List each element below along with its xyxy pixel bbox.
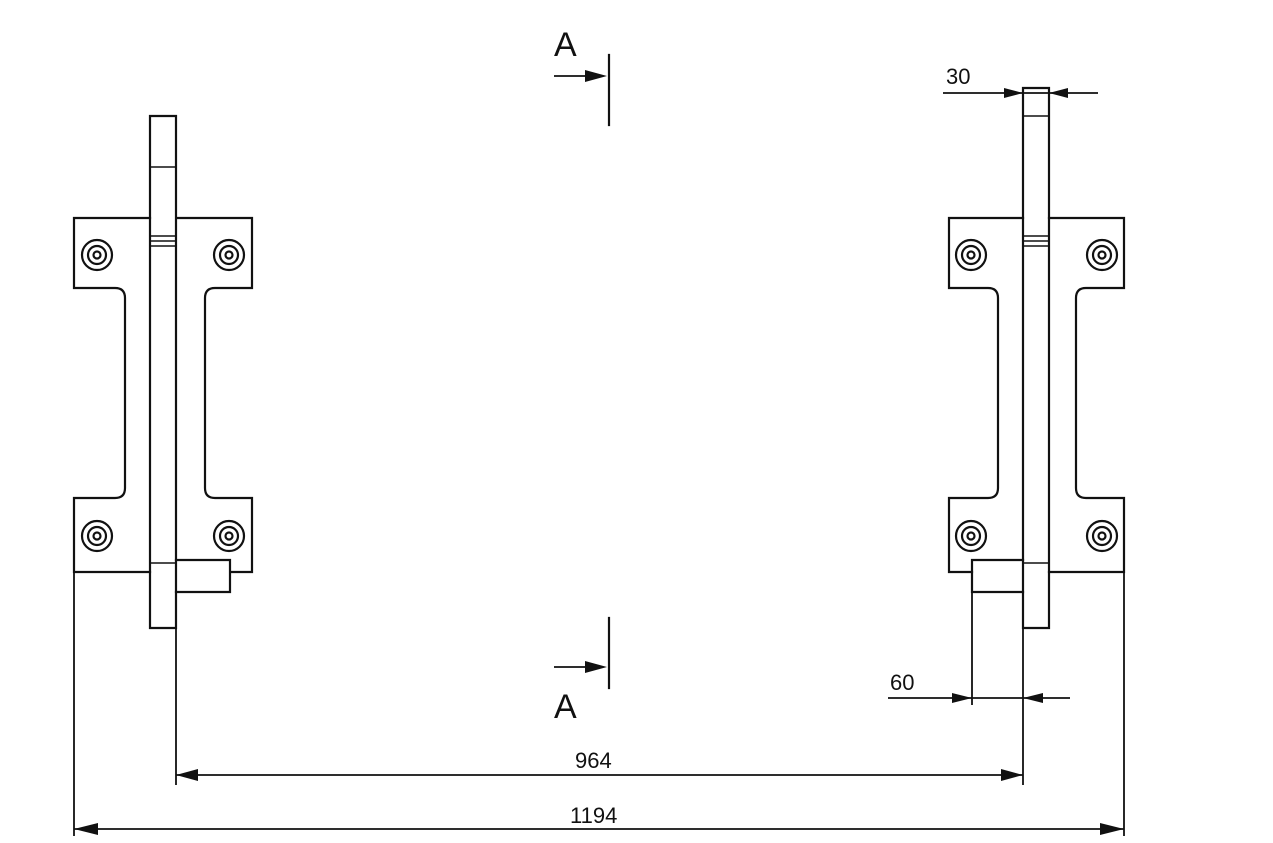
dimension-outer-span: 1194 [73, 572, 1125, 836]
right-bolt-top-left [954, 238, 988, 272]
section-label-top: A [554, 26, 577, 64]
section-label-bottom: A [554, 688, 577, 726]
left-mounting-plate [72, 216, 254, 574]
left-stop-block [174, 558, 232, 594]
dimension-label-1194: 1194 [570, 803, 617, 828]
right-bracket-assembly [947, 86, 1126, 630]
section-marker-top: A [554, 26, 611, 127]
left-bolt-bottom-left [80, 519, 114, 553]
dimension-inner-span: 964 [175, 628, 1023, 785]
left-bracket-assembly [72, 114, 254, 630]
dimension-label-60: 60 [890, 670, 914, 695]
left-bolt-bottom-right [212, 519, 246, 553]
left-bolt-top-left [80, 238, 114, 272]
left-bolt-top-right [212, 238, 246, 272]
dimension-label-30: 30 [946, 64, 970, 89]
right-bolt-bottom-right [1085, 519, 1119, 553]
dimension-stop-width: 60 [888, 592, 1070, 785]
dimension-rail-width: 30 [943, 64, 1098, 98]
right-bolt-top-right [1085, 238, 1119, 272]
right-rail [1021, 86, 1051, 630]
dimension-label-964: 964 [575, 748, 612, 773]
section-marker-bottom: A [554, 616, 611, 726]
right-stop-block [970, 558, 1025, 594]
right-bolt-bottom-left [954, 519, 988, 553]
right-mounting-plate [947, 216, 1126, 574]
left-rail [148, 114, 178, 630]
